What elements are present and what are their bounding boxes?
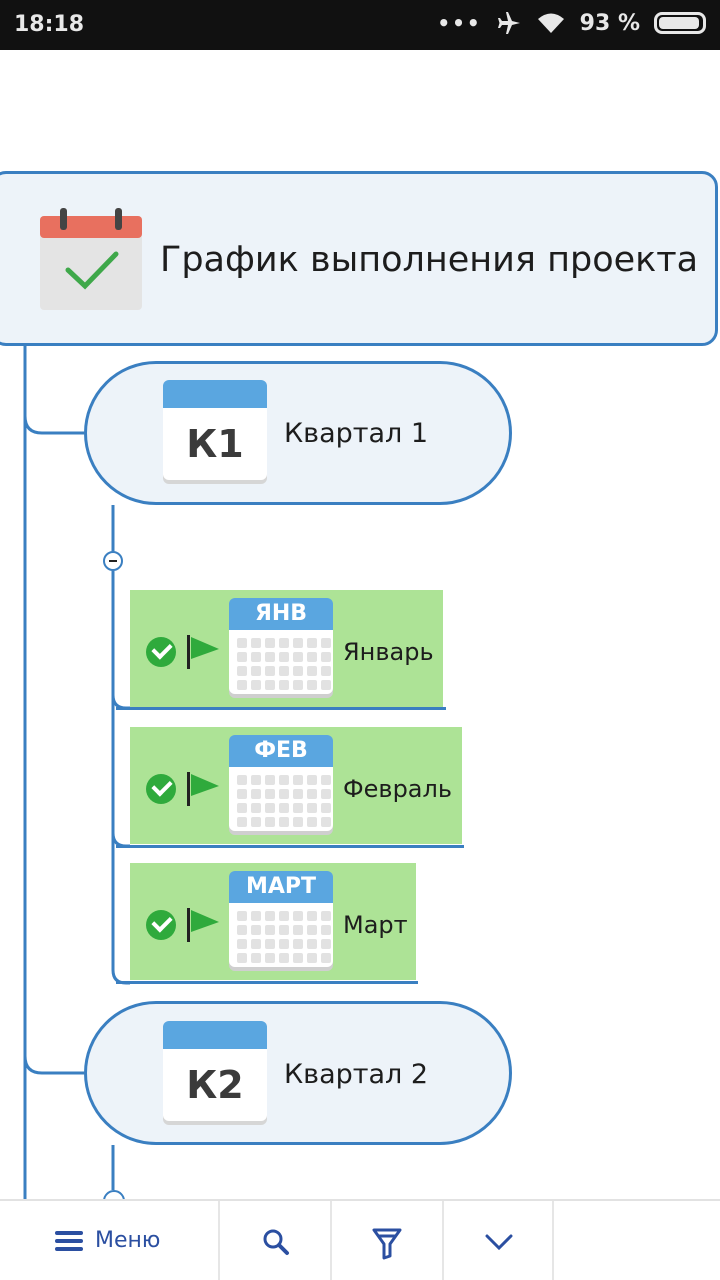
quarter-node-2[interactable] bbox=[84, 1001, 512, 1145]
chevron-down-icon bbox=[485, 1234, 513, 1251]
hamburger-icon bbox=[55, 1231, 83, 1251]
quarter-node-1[interactable] bbox=[84, 361, 512, 505]
battery-percent: 93 % bbox=[579, 10, 640, 36]
march-label: Март bbox=[343, 911, 408, 939]
status-icons: ••• 93 % bbox=[437, 10, 706, 36]
month-underline bbox=[116, 707, 446, 710]
march-badge: МАРТ bbox=[229, 871, 333, 903]
mind-map-canvas[interactable]: График выполнения проекта К1 Квартал 1 Я… bbox=[0, 50, 720, 1200]
menu-button[interactable]: Меню bbox=[0, 1201, 220, 1280]
filter-button[interactable] bbox=[332, 1201, 444, 1280]
january-calendar-icon: ЯНВ bbox=[229, 598, 333, 698]
quarter-1-label: Квартал 1 bbox=[284, 418, 429, 449]
filter-icon bbox=[372, 1228, 402, 1260]
status-time: 18:18 bbox=[14, 12, 85, 37]
menu-label: Меню bbox=[95, 1228, 161, 1253]
flag-icon bbox=[187, 772, 219, 806]
february-label: Февраль bbox=[343, 775, 452, 803]
search-icon bbox=[263, 1229, 289, 1255]
quarter-2-label: Квартал 2 bbox=[284, 1059, 429, 1090]
february-calendar-icon: ФЕВ bbox=[229, 735, 333, 835]
quarter-1-calendar-icon: К1 bbox=[163, 380, 267, 484]
collapse-toggle[interactable] bbox=[103, 551, 123, 571]
february-badge: ФЕВ bbox=[229, 735, 333, 767]
quarter-2-badge: К2 bbox=[163, 1049, 267, 1121]
battery-icon bbox=[654, 12, 706, 34]
bottom-toolbar: Меню bbox=[0, 1199, 720, 1280]
notification-dots-icon: ••• bbox=[437, 11, 482, 35]
status-bar: 18:18 ••• 93 % bbox=[0, 0, 720, 50]
wifi-icon bbox=[537, 13, 564, 33]
calendar-check-icon bbox=[40, 208, 142, 310]
month-underline bbox=[116, 845, 464, 848]
check-icon bbox=[146, 774, 176, 804]
january-label: Январь bbox=[343, 638, 434, 666]
month-underline bbox=[116, 981, 418, 984]
search-button[interactable] bbox=[220, 1201, 332, 1280]
expand-button[interactable] bbox=[444, 1201, 554, 1280]
january-badge: ЯНВ bbox=[229, 598, 333, 630]
root-title: График выполнения проекта bbox=[160, 240, 699, 280]
check-icon bbox=[146, 910, 176, 940]
march-calendar-icon: МАРТ bbox=[229, 871, 333, 971]
airplane-mode-icon bbox=[497, 12, 520, 34]
quarter-1-badge: К1 bbox=[163, 408, 267, 480]
quarter-2-calendar-icon: К2 bbox=[163, 1021, 267, 1125]
check-icon bbox=[146, 637, 176, 667]
flag-icon bbox=[187, 635, 219, 669]
flag-icon bbox=[187, 908, 219, 942]
toolbar-spacer bbox=[554, 1201, 720, 1280]
